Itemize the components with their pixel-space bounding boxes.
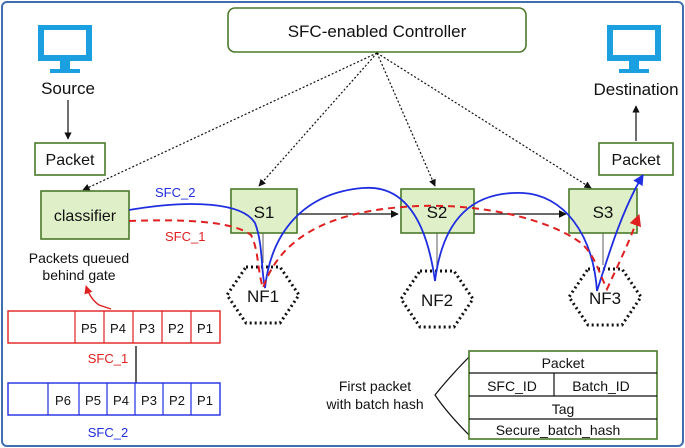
- queue-note-line1: Packets queued: [29, 250, 129, 266]
- source-monitor-icon: [38, 25, 92, 73]
- packet-header-table: Packet SFC_ID Batch_ID Tag Secure_batch_…: [468, 350, 658, 440]
- queue-note-line2: behind gate: [42, 267, 115, 283]
- packet-right-label: Packet: [612, 152, 661, 169]
- sfc2-path: [128, 174, 644, 292]
- packet-box-right: [598, 142, 674, 176]
- queue1-cell: P3: [139, 321, 155, 336]
- controller-label: SFC-enabled Controller: [288, 22, 467, 41]
- queue2-label: SFC_2: [88, 425, 128, 440]
- control-lines: [82, 52, 592, 191]
- source-label: Source: [41, 79, 95, 98]
- switch-s1: [230, 188, 298, 234]
- nf-links: [262, 233, 604, 268]
- sfc1-path: [128, 204, 642, 292]
- switch-s1-label: S1: [254, 203, 275, 222]
- queue-sfc1: P5 P4 P3 P2 P1: [7, 310, 221, 344]
- queue1-label: SFC_1: [88, 351, 128, 366]
- first-packet-line2: with batch hash: [325, 396, 423, 412]
- queue2-cell: P5: [85, 393, 101, 408]
- queue1-cell: P5: [81, 321, 97, 336]
- nf1-node: [225, 265, 301, 325]
- packet-box-left: [34, 142, 106, 176]
- nf2-label: NF2: [421, 291, 453, 310]
- queue1-cell: P1: [197, 321, 213, 336]
- sfc1-label: SFC_1: [165, 229, 205, 244]
- destination-monitor-icon: [607, 25, 661, 73]
- queue1-cell: P2: [168, 321, 184, 336]
- queue-sfc2: P6 P5 P4 P3 P2 P1: [7, 382, 221, 416]
- destination-label: Destination: [593, 80, 678, 99]
- queue2-cell: P4: [113, 393, 129, 408]
- header-sfc-id: SFC_ID: [487, 378, 537, 394]
- queue2-cell: P3: [141, 393, 157, 408]
- header-tag: Tag: [552, 401, 575, 417]
- gate-arrow: [84, 285, 112, 310]
- queue1-cell: P4: [110, 321, 126, 336]
- nf2-node: [399, 269, 475, 329]
- controller-box: [227, 7, 527, 53]
- sfc2-label: SFC_2: [155, 185, 195, 200]
- header-brace: [434, 354, 472, 438]
- switch-s2-label: S2: [427, 203, 448, 222]
- classifier-node: [40, 190, 130, 240]
- switch-s3-label: S3: [593, 203, 614, 222]
- classifier-label: classifier: [54, 208, 117, 225]
- queue2-cell: P1: [197, 393, 213, 408]
- nf3-node: [567, 267, 643, 327]
- queue2-cell: P6: [55, 393, 71, 408]
- first-packet-line1: First packet: [339, 378, 411, 394]
- nf3-label: NF3: [589, 289, 621, 308]
- packet-left-label: Packet: [46, 152, 95, 169]
- header-packet: Packet: [542, 355, 585, 371]
- nf1-label: NF1: [247, 287, 279, 306]
- queue2-cell: P2: [169, 393, 185, 408]
- header-batch-id: Batch_ID: [572, 378, 630, 394]
- header-hash: Secure_batch_hash: [496, 422, 621, 438]
- switch-s2: [400, 188, 475, 234]
- sfc-diagram: SFC-enabled Controller Source Packet Des…: [7, 7, 679, 440]
